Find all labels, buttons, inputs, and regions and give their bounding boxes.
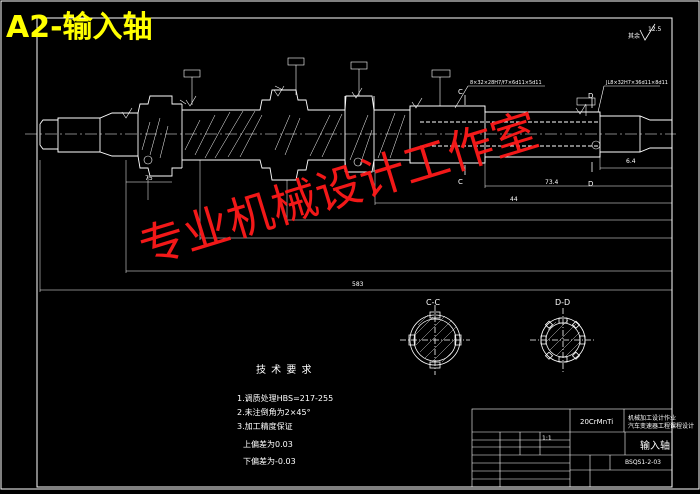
section-cc-view xyxy=(400,305,470,375)
requirement-sub-2: 下偏差为-0.03 xyxy=(243,457,296,466)
requirement-sub-1: 上偏差为0.03 xyxy=(243,440,293,449)
section-mark-c-bottom: C xyxy=(458,178,463,186)
datum-symbols xyxy=(143,140,601,167)
title-block-material: 20CrMnTi xyxy=(580,418,614,426)
shaft-outline xyxy=(39,89,673,181)
drawing-title: A2-输入轴 xyxy=(6,10,153,45)
roughness-symbol xyxy=(639,23,656,41)
requirement-item-3: 3.加工精度保证 xyxy=(237,422,293,431)
dim-d3: 44 xyxy=(510,196,518,203)
hatching xyxy=(141,110,406,166)
section-mark-c-top: C xyxy=(458,88,463,96)
dim-d1: 75 xyxy=(145,175,153,182)
title-block-part-name: 输入轴 xyxy=(640,441,670,452)
spline-callout-2: JL8×32H7×36d11×8d11 xyxy=(605,80,668,86)
section-cuts xyxy=(464,95,593,175)
section-cc-label: C-C xyxy=(426,298,440,307)
surface-marks xyxy=(121,85,587,119)
dim-d4: 6.4 xyxy=(626,158,636,165)
title-block-drawing-no: BSQS1-2-03 xyxy=(625,459,661,466)
section-dd-label: D-D xyxy=(555,298,570,307)
roughness-note: 其余 xyxy=(628,32,640,40)
requirements-heading: 技 术 要 求 xyxy=(256,365,313,376)
inner-border xyxy=(36,17,673,488)
tolerance-frames xyxy=(179,57,660,116)
dim-total: 583 xyxy=(352,281,364,288)
section-mark-d-bottom: D xyxy=(588,180,593,188)
section-dd-view xyxy=(530,308,596,372)
spline-callout-1: 8×32×28H7/f7×6d11×5d11 xyxy=(470,80,542,86)
requirement-item-1: 1.调质处理HBS=217-255 xyxy=(237,394,334,403)
roughness-value: 12.5 xyxy=(648,26,662,33)
title-block xyxy=(471,408,673,488)
dimension-lines xyxy=(39,150,673,292)
dim-d2: 73.4 xyxy=(545,179,559,186)
section-mark-d-top: D xyxy=(588,92,593,100)
title-block-scale: 1:1 xyxy=(542,435,552,442)
title-block-project: 汽车变速器工程课程设计 xyxy=(628,423,695,430)
requirement-item-2: 2.未注倒角为2×45° xyxy=(237,408,311,417)
title-block-school: 机械加工设计作业 xyxy=(628,415,677,422)
